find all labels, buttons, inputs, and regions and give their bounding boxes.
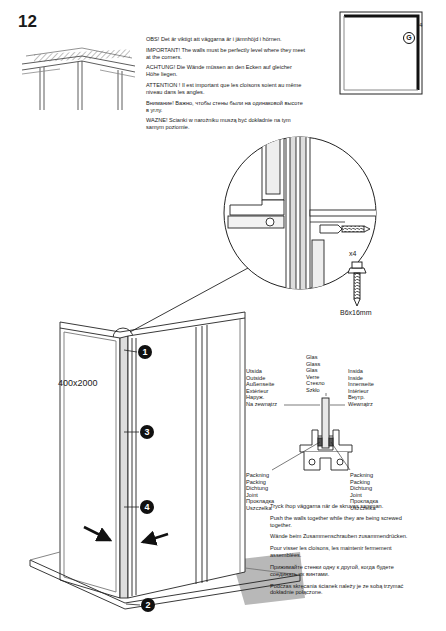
part-label: Utsida: [246, 368, 262, 375]
instruction-note: Wände beim Zusammenschrauben zusammendrü…: [270, 533, 420, 540]
callout-number: 3: [140, 425, 154, 439]
part-label: Внутр.: [348, 394, 365, 401]
instruction-note: Tryck ihop väggarna när de skruvas samma…: [270, 503, 420, 510]
part-label: Glas: [306, 354, 318, 361]
plan-inset: [340, 12, 422, 94]
instruction-note: ATTENTION ! Il est important que les clo…: [146, 82, 306, 96]
part-label: x4: [349, 250, 356, 259]
instruction-note: Прижимайте стенки одну к другой, когда б…: [270, 564, 420, 578]
corner-mark: G: [403, 32, 415, 44]
instruction-note: WAZNE! Scianki w narożniku muszą być dok…: [146, 117, 306, 131]
step-number: 12: [18, 12, 37, 33]
part-label: Na zewnątrz: [246, 401, 277, 408]
joint-detail: [224, 130, 380, 290]
part-label: Dichtung: [246, 485, 268, 492]
part-label: Прокладка: [246, 498, 274, 505]
instruction-note: OBS! Det är viktigt att väggarna är i jä…: [146, 36, 306, 43]
corner-inset: [22, 48, 135, 110]
instruction-note: Push the walls together while they are b…: [270, 515, 420, 529]
wall-assembly: [30, 312, 300, 609]
instruction-note: Podczas skręcania ścianek należy je ze s…: [270, 583, 420, 597]
part-label: Packing: [350, 479, 370, 486]
part-label: Packning: [350, 472, 373, 479]
part-label: Extérieur: [246, 388, 268, 395]
part-label: Wewnątrz: [348, 401, 373, 408]
part-label: 400x2000: [58, 378, 98, 389]
part-label: Glas: [306, 367, 318, 374]
part-label: Intérieur: [348, 388, 369, 395]
part-label: Joint: [350, 492, 362, 499]
instruction-note: IMPORTANT! The walls must be perfectly l…: [146, 47, 306, 61]
part-label: Packing: [246, 479, 266, 486]
instruction-note: Pour visser les cloisons, les maintenir …: [270, 545, 420, 559]
part-label: Стекло: [306, 380, 325, 387]
callout-number: 4: [140, 500, 154, 514]
screw-icon: [348, 262, 366, 306]
part-label: Uszczelka: [246, 505, 272, 512]
part-label: Наруж.: [246, 394, 264, 401]
part-label: Dichtung: [350, 485, 372, 492]
part-label: 4: [419, 22, 422, 29]
part-label: Innenseite: [348, 381, 374, 388]
instruction-note: Внимание! Важно, чтобы стены были на оди…: [146, 100, 306, 114]
part-label: Joint: [246, 492, 258, 499]
profile-section: [272, 393, 352, 470]
part-label: B6x16mm: [340, 309, 372, 318]
part-label: Packning: [246, 472, 269, 479]
callout-number: 2: [141, 598, 155, 612]
part-label: Outside: [246, 375, 265, 382]
callout-leaders: [124, 350, 140, 605]
part-label: Inside: [348, 375, 363, 382]
part-label: Insida: [348, 368, 363, 375]
part-label: Außenseite: [246, 381, 274, 388]
part-label: Szkło: [306, 387, 320, 394]
part-label: Glass: [306, 361, 320, 368]
instruction-note: ACHTUNG! Die Wände müssen an den Ecken a…: [146, 64, 306, 78]
callout-number: 1: [138, 345, 152, 359]
part-label: Verre: [306, 374, 319, 381]
